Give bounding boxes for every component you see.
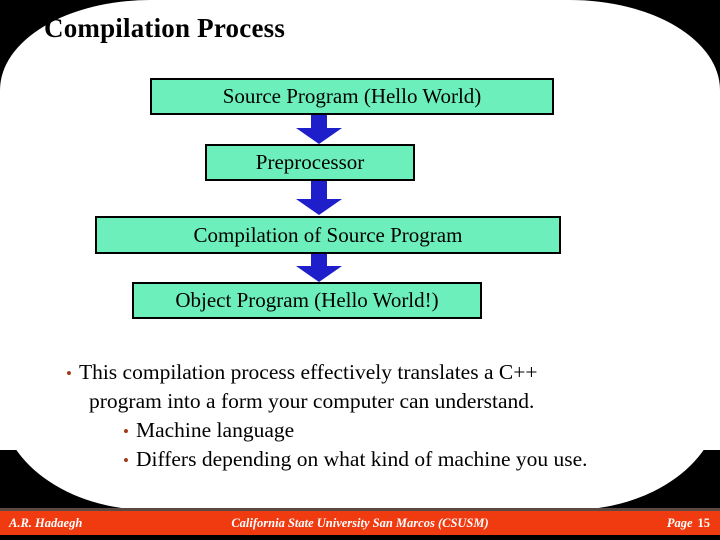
bullet-list: • This compilation process effectively t… — [60, 358, 680, 474]
arrow-shaft — [311, 254, 327, 267]
arrow-head — [296, 128, 342, 144]
bullet-item-primary-continued: program into a form your computer can un… — [60, 387, 680, 416]
bullet-item-primary: • This compilation process effectively t… — [60, 358, 680, 387]
bullet-item-sub-differs: • Differs depending on what kind of mach… — [60, 445, 680, 474]
arrow-down-icon — [296, 115, 342, 145]
footer-divider — [0, 508, 720, 511]
bullet-marker-icon: • — [123, 422, 129, 441]
bullet-text: program into a form your computer can un… — [89, 389, 535, 413]
bullet-text: This compilation process effectively tra… — [78, 360, 538, 384]
flow-box-label: Object Program (Hello World!) — [175, 288, 439, 312]
page-title: Compilation Process — [44, 13, 286, 43]
arrow-down-icon — [296, 254, 342, 284]
flow-box-preprocessor: Preprocessor — [205, 144, 415, 181]
page-label: Page — [666, 516, 693, 530]
footer-bar — [0, 511, 720, 535]
footer-institution: California State University San Marcos (… — [231, 516, 489, 530]
bullet-marker-icon: • — [123, 451, 129, 470]
flow-box-compilation: Compilation of Source Program — [95, 216, 561, 254]
arrow-shaft — [311, 115, 327, 129]
bullet-text: Differs depending on what kind of machin… — [135, 447, 588, 471]
flow-box-label: Source Program (Hello World) — [222, 84, 482, 108]
arrow-shaft — [311, 181, 327, 200]
footer-page-number: Page 15 — [667, 511, 710, 535]
bullet-marker-icon: • — [66, 364, 72, 383]
footer-author: A.R. Hadaegh — [9, 516, 83, 530]
arrow-head — [296, 199, 342, 215]
flow-box-label: Preprocessor — [255, 150, 365, 174]
arrow-down-icon — [296, 181, 342, 217]
bullet-item-sub-machine-language: • Machine language — [60, 416, 680, 445]
flow-box-object-program: Object Program (Hello World!) — [132, 282, 482, 319]
flow-box-source-program: Source Program (Hello World) — [150, 78, 554, 115]
footer-bottom-edge — [0, 535, 720, 540]
bullet-text: Machine language — [135, 418, 295, 442]
flow-box-label: Compilation of Source Program — [193, 222, 463, 247]
page-number-value: 15 — [697, 516, 711, 530]
arrow-head — [296, 266, 342, 282]
